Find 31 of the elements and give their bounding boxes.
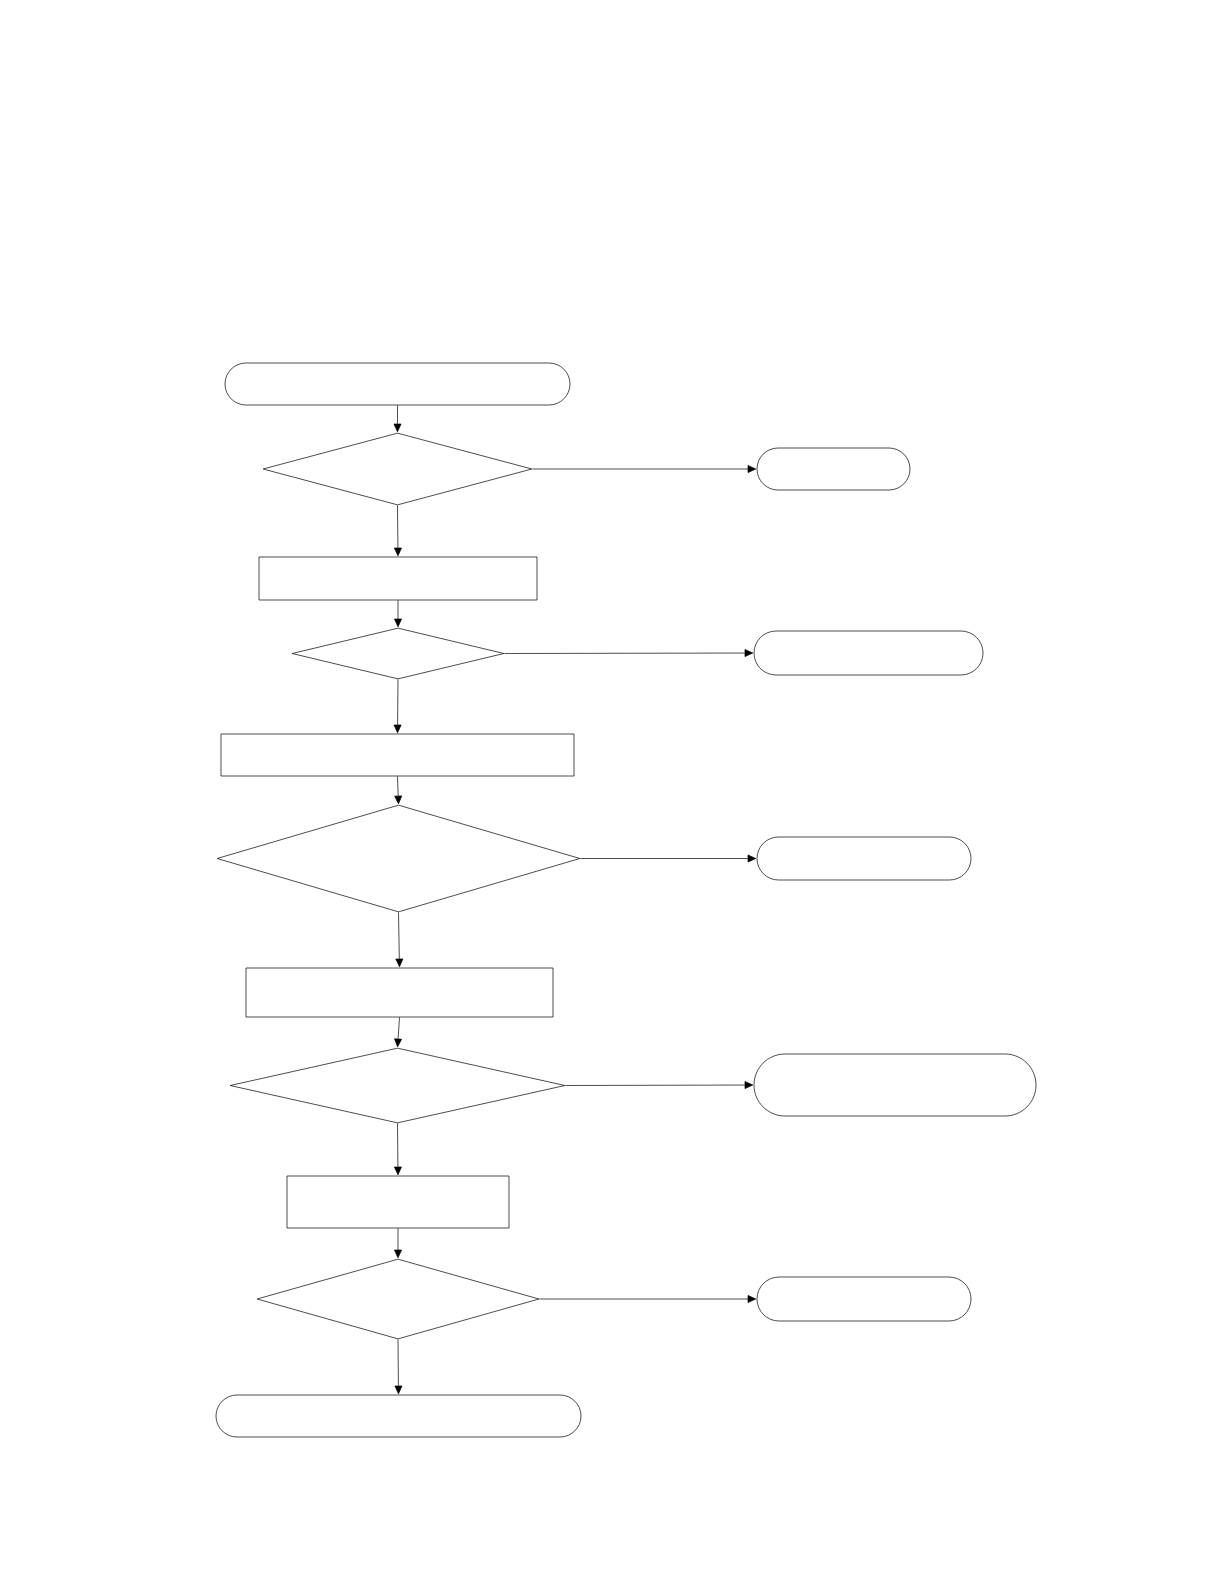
arrow: [504, 649, 754, 657]
terminal-box: [756, 836, 972, 881]
terminal-box: [224, 362, 571, 406]
process-box: [245, 967, 554, 1018]
decision-diamond: [256, 1258, 540, 1340]
terminal-box: [756, 447, 911, 491]
process-box: [286, 1175, 510, 1229]
terminal-box: [215, 1394, 582, 1438]
arrow: [394, 1228, 402, 1259]
terminal-box: [753, 630, 984, 676]
arrow: [393, 679, 402, 734]
arrow: [394, 1123, 402, 1176]
terminal-box: [756, 1276, 972, 1322]
terminal-box: [753, 1053, 1037, 1117]
arrow: [395, 912, 404, 968]
decision-diamond: [229, 1047, 566, 1124]
process-box: [220, 733, 575, 777]
arrow: [532, 465, 757, 473]
arrow: [393, 405, 402, 433]
decision-diamond: [291, 627, 505, 680]
process-box: [258, 556, 538, 601]
arrow: [565, 1081, 754, 1089]
arrow: [580, 854, 757, 863]
arrow: [394, 1017, 402, 1048]
decision-diamond: [262, 432, 533, 506]
arrow: [394, 505, 402, 557]
arrow: [394, 776, 403, 805]
decision-diamond: [216, 804, 581, 913]
arrow: [394, 600, 402, 628]
arrow: [539, 1295, 757, 1303]
arrow: [394, 1339, 403, 1395]
